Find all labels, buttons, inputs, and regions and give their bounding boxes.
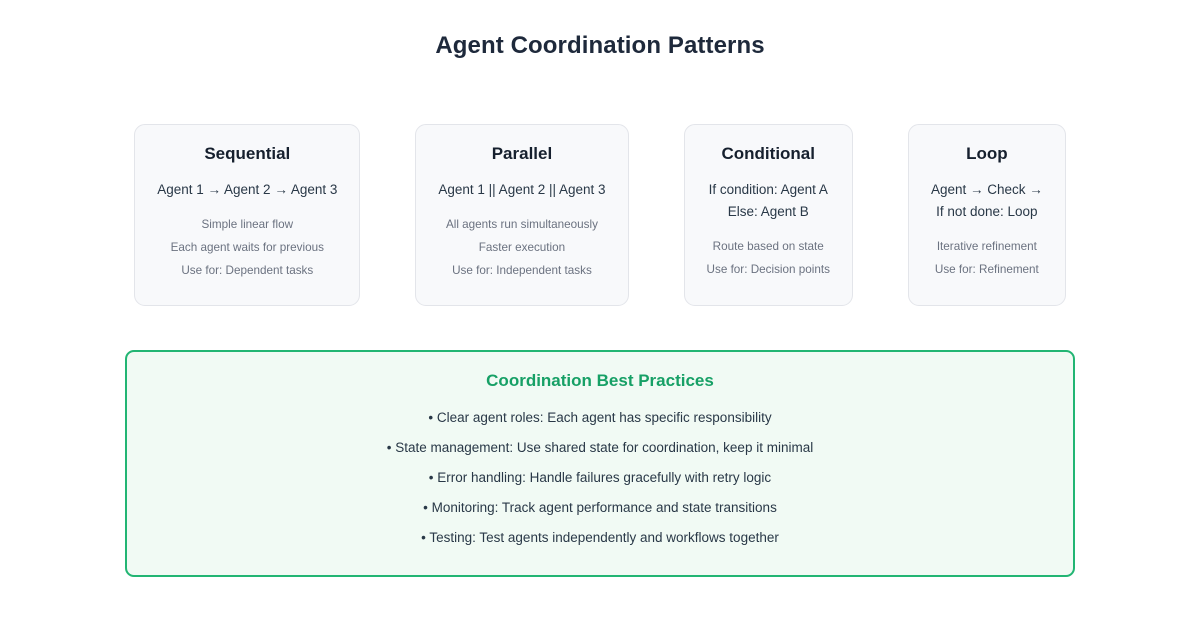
pattern-flow-line: Agent 1 → Agent 2 → Agent 3 <box>157 182 338 197</box>
pattern-card-title: Loop <box>966 144 1008 163</box>
pattern-detail-line: Use for: Refinement <box>934 263 1039 276</box>
page-title: Agent Coordination Patterns <box>435 32 765 59</box>
pattern-flow-line: Agent 1 || Agent 2 || Agent 3 <box>438 182 606 197</box>
pattern-flow-line: Else: Agent B <box>727 204 809 219</box>
best-practice-item: • Testing: Test agents independently and… <box>421 530 779 545</box>
pattern-card-conditional: Conditional If condition: Agent A Else: … <box>683 124 853 306</box>
pattern-card-loop: Loop Agent → Check → If not done: Loop I… <box>907 124 1066 306</box>
best-practice-item: • Monitoring: Track agent performance an… <box>423 500 777 515</box>
pattern-detail-line: All agents run simultaneously <box>445 218 598 231</box>
pattern-detail-line: Use for: Decision points <box>706 263 830 276</box>
pattern-details: All agents run simultaneously Faster exe… <box>446 213 598 282</box>
best-practice-item: • Error handling: Handle failures gracef… <box>428 470 772 485</box>
pattern-card-sequential: Sequential Agent 1 → Agent 2 → Agent 3 S… <box>134 124 361 306</box>
best-practices-title: Coordination Best Practices <box>486 371 714 390</box>
pattern-card-parallel: Parallel Agent 1 || Agent 2 || Agent 3 A… <box>415 124 629 306</box>
pattern-flow-line: If not done: Loop <box>936 204 1038 219</box>
pattern-flow-line: If condition: Agent A <box>708 182 828 197</box>
pattern-flow: If condition: Agent A Else: Agent B <box>709 179 828 223</box>
pattern-detail-line: Iterative refinement <box>936 240 1037 253</box>
pattern-detail-line: Each agent waits for previous <box>170 241 324 254</box>
pattern-detail-line: Use for: Dependent tasks <box>181 264 314 277</box>
pattern-detail-line: Simple linear flow <box>201 218 294 231</box>
pattern-detail-line: Route based on state <box>712 240 824 253</box>
pattern-detail-line: Use for: Independent tasks <box>452 264 592 277</box>
pattern-cards-row: Sequential Agent 1 → Agent 2 → Agent 3 S… <box>0 124 1200 306</box>
pattern-card-title: Sequential <box>204 144 291 163</box>
best-practices-section: Coordination Best Practices • Clear agen… <box>0 350 1200 577</box>
pattern-flow: Agent 1 → Agent 2 → Agent 3 <box>157 179 337 201</box>
pattern-card-title: Parallel <box>491 144 553 163</box>
best-practices-box: Coordination Best Practices • Clear agen… <box>125 350 1075 577</box>
best-practice-item: • Clear agent roles: Each agent has spec… <box>428 410 772 425</box>
pattern-details: Route based on state Use for: Decision p… <box>707 235 830 281</box>
pattern-details: Iterative refinement Use for: Refinement <box>935 235 1039 281</box>
pattern-card-title: Conditional <box>721 144 815 163</box>
pattern-detail-line: Faster execution <box>478 241 566 254</box>
pattern-details: Simple linear flow Each agent waits for … <box>171 213 324 282</box>
pattern-flow: Agent 1 || Agent 2 || Agent 3 <box>438 179 605 201</box>
pattern-flow: Agent → Check → If not done: Loop <box>931 179 1043 223</box>
best-practice-item: • State management: Use shared state for… <box>386 440 814 455</box>
pattern-flow-line: Agent → Check → <box>930 182 1043 197</box>
